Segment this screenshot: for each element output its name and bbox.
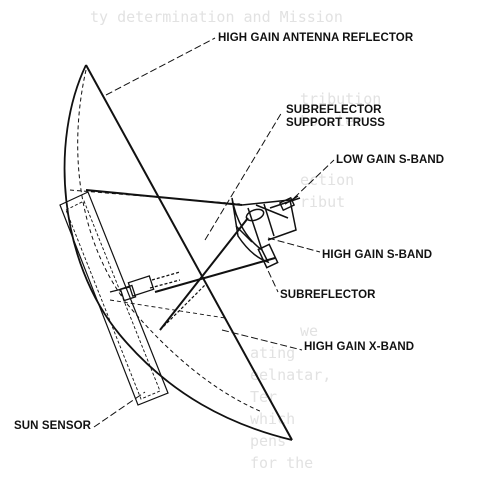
- leader-high-gain-s: [267, 237, 321, 253]
- svg-text:eelnatar,: eelnatar,: [250, 366, 331, 384]
- high-gain-x-band-label: HIGH GAIN X-BAND: [304, 341, 415, 353]
- svg-text:we: we: [300, 322, 318, 340]
- leader-reflector: [105, 37, 216, 96]
- high-gain-s-band-label: HIGH GAIN S-BAND: [322, 249, 433, 261]
- leader-subreflector: [263, 261, 279, 293]
- low-gain-s-band-antenna: [278, 195, 299, 212]
- svg-text:Loneter: Loneter: [300, 112, 363, 130]
- svg-text:which: which: [250, 410, 295, 428]
- truss-label: SUBREFLECTOR SUPPORT TRUSS: [286, 104, 386, 129]
- svg-text:Ter: Ter: [250, 388, 277, 406]
- reflector-label: HIGH GAIN ANTENNA REFLECTOR: [218, 32, 414, 44]
- sun-sensor-bracket: [59, 191, 169, 406]
- leader-lines: [93, 37, 335, 428]
- low-gain-s-band-label: LOW GAIN S-BAND: [336, 154, 445, 166]
- reflector-dish: [63, 64, 293, 441]
- leader-sun-sensor: [93, 391, 146, 428]
- sun-sensor-label: SUN SENSOR: [14, 420, 92, 432]
- svg-text:ection: ection: [300, 171, 354, 189]
- leader-high-gain-x: [221, 329, 303, 351]
- svg-text:ating: ating: [250, 344, 295, 362]
- subreflector-label: SUBREFLECTOR: [280, 289, 376, 301]
- subreflector-support-truss: [85, 189, 276, 331]
- feed-assembly: [109, 271, 181, 302]
- svg-text:for the: for the: [250, 454, 313, 472]
- svg-text:tribution: tribution: [300, 90, 381, 108]
- leader-low-gain-s: [293, 159, 335, 199]
- subreflector-assembly: [231, 197, 301, 269]
- leader-truss: [204, 111, 283, 241]
- bleed-through-background: ty determination and Mission tribution L…: [90, 8, 381, 472]
- svg-text:ribut: ribut: [300, 193, 345, 211]
- svg-text:ty determination and Mission: ty determination and Mission: [90, 8, 343, 26]
- svg-text:pens: pens: [250, 432, 286, 450]
